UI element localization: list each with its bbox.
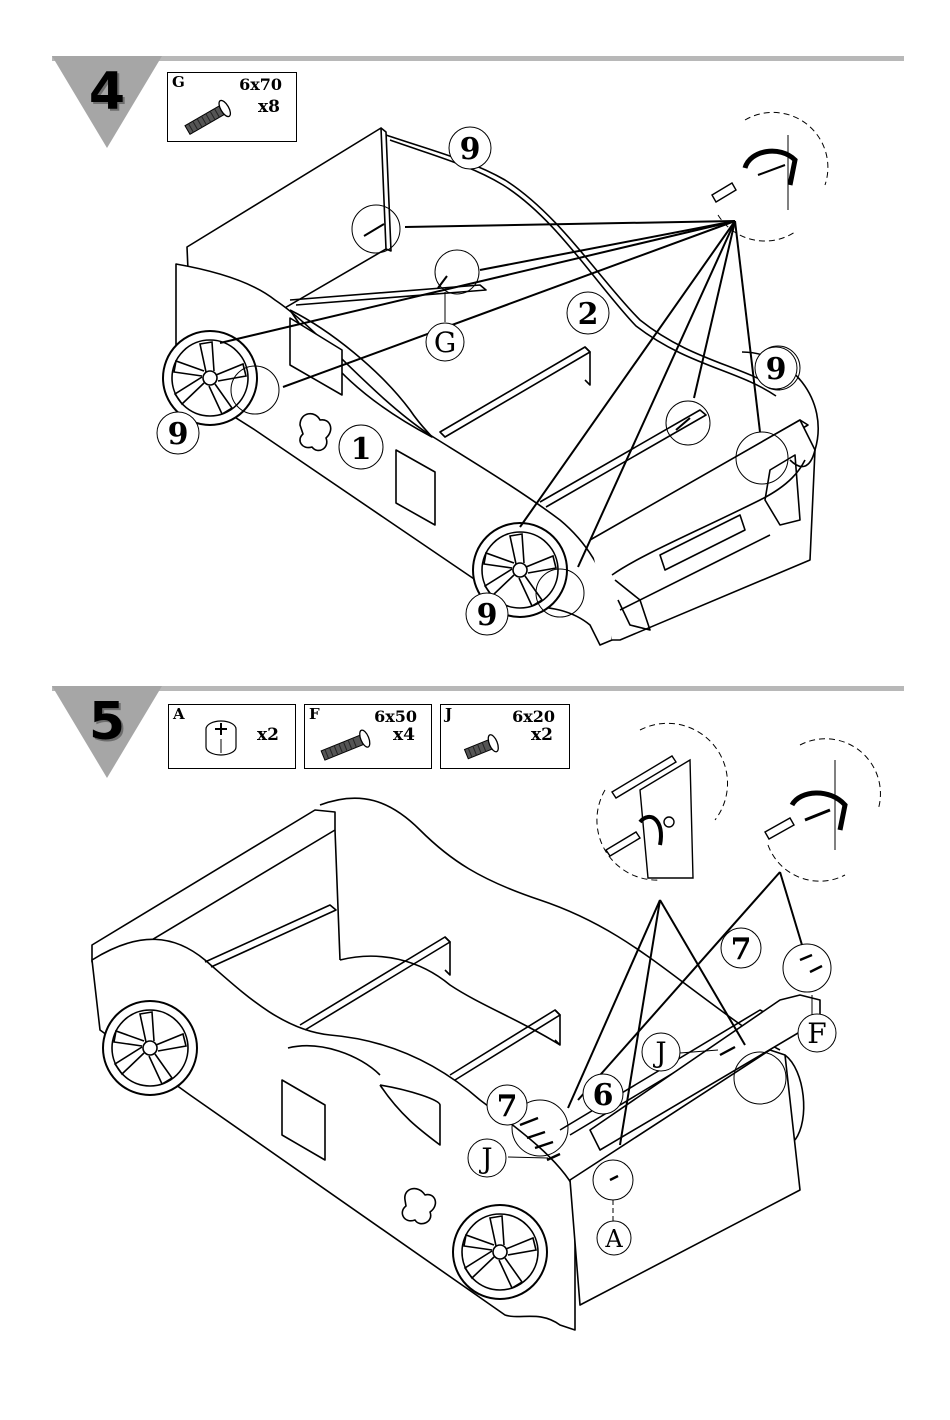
label-7-left: 7 xyxy=(497,1089,518,1124)
step5-wheel-front xyxy=(453,1205,547,1299)
label-7-top: 7 xyxy=(731,932,752,967)
label-a: A xyxy=(604,1225,623,1253)
label-j-left: J xyxy=(478,1142,492,1175)
label-6: 6 xyxy=(593,1078,614,1113)
step5-wheel-left xyxy=(103,1001,197,1095)
label-g-callout: G xyxy=(434,326,456,359)
label-1: 1 xyxy=(351,432,372,467)
label-9-top: 9 xyxy=(460,132,481,167)
label-9-left: 9 xyxy=(168,417,189,452)
label-f: F xyxy=(807,1017,826,1050)
label-9-bottom: 9 xyxy=(477,598,498,633)
label-2: 2 xyxy=(578,297,599,332)
label-j-top: J xyxy=(652,1036,666,1069)
label-9-right: 9 xyxy=(766,352,787,387)
